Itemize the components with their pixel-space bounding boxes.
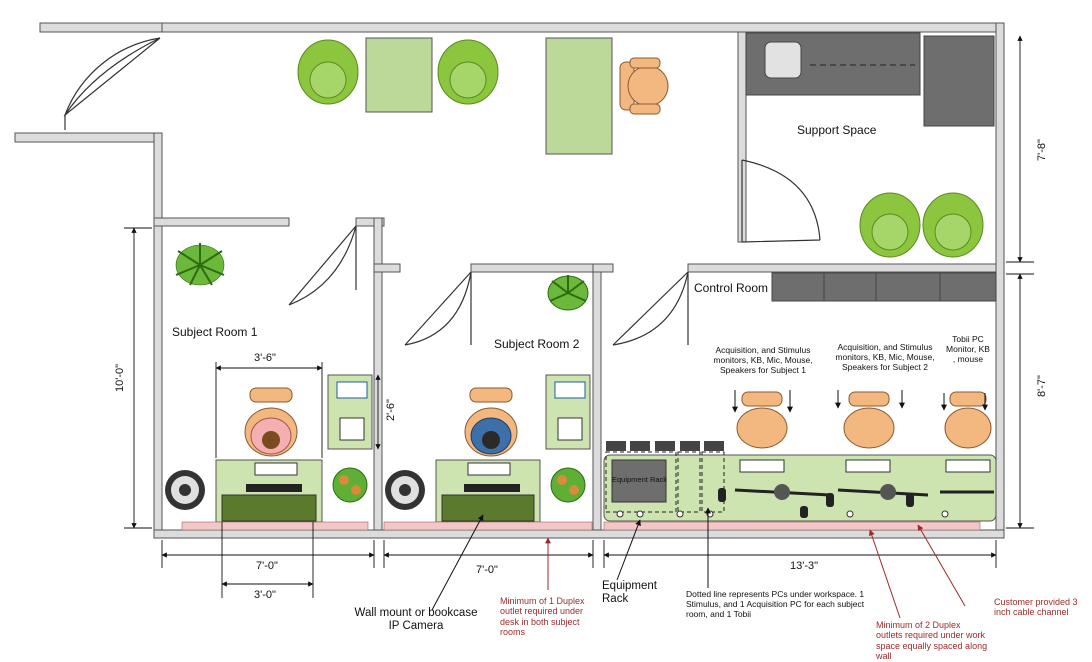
- cable-channel: [181, 521, 981, 531]
- entrance-door: [63, 37, 161, 117]
- room2-door: [404, 271, 472, 346]
- support-chair-left: [859, 192, 921, 258]
- room-label-subject-2: Subject Room 2: [494, 337, 580, 351]
- callout-leaders: [431, 507, 966, 619]
- reception-desk: [545, 37, 613, 155]
- overhead-cabinets: [771, 272, 997, 302]
- tobii-equipment-note: Tobii PC Monitor, KB , mouse: [946, 334, 990, 364]
- plant-room2: [547, 275, 589, 311]
- monitor-room2: [464, 484, 520, 492]
- lobby-chair-right: [437, 39, 499, 105]
- subject-person-room2: [464, 387, 518, 457]
- camera-room1: [165, 470, 205, 510]
- outlets: [616, 510, 949, 518]
- equipment-arrows: [732, 390, 988, 413]
- dim-monitor-stand: 2'-6": [385, 399, 397, 421]
- dim-control-width: 13'-3": [790, 560, 819, 572]
- dimension-lines: [124, 35, 1034, 598]
- plant-room1: [175, 243, 225, 286]
- support-chair-right: [922, 192, 984, 258]
- operator-chair-2: [843, 391, 895, 449]
- doors: [63, 37, 821, 346]
- mice: [718, 488, 914, 518]
- subject-room-2: [385, 275, 591, 523]
- dim-control-height: 8'-7": [1036, 375, 1048, 397]
- reception-chair: [619, 57, 669, 115]
- callout-outlets-control: Minimum of 2 Duplex outlets required und…: [876, 620, 988, 662]
- control-room: [603, 390, 997, 522]
- walls: [14, 22, 1005, 539]
- control-keyboards: [739, 459, 991, 473]
- plant-room1-b: [332, 467, 368, 503]
- lobby-chair-left: [297, 39, 359, 105]
- dim-room-height: 10'-0": [114, 363, 126, 393]
- sink: [764, 41, 802, 79]
- operator-chair-3: [944, 391, 992, 449]
- plant-room2-b: [550, 467, 586, 503]
- callout-outlet-subject: Minimum of 1 Duplex outlet required unde…: [500, 596, 585, 638]
- lobby-table: [365, 37, 433, 113]
- dim-room1-desk: 3'-0": [254, 589, 276, 601]
- subject-room-1: [165, 243, 373, 523]
- monitor-mounts: [774, 484, 896, 500]
- subject-person-room1: [244, 387, 298, 457]
- callout-dotted-line: Dotted line represents PCs under workspa…: [686, 589, 865, 619]
- callout-equipment-rack: Equipment Rack: [602, 580, 657, 606]
- room-label-support: Support Space: [797, 123, 877, 137]
- dim-room1-width: 7'-0": [256, 560, 278, 572]
- callout-cable-channel: Customer provided 3 inch cable channel: [994, 597, 1078, 618]
- room-label-subject-1: Subject Room 1: [172, 325, 258, 339]
- control-workspace: [603, 454, 997, 522]
- pc-towers: [606, 441, 724, 451]
- control-door: [612, 271, 689, 346]
- subject2-equipment-note: Acquisition, and Stimulus monitors, KB, …: [835, 342, 935, 372]
- camera-room2: [385, 470, 425, 510]
- room1-door: [288, 225, 357, 306]
- operator-chair-1: [736, 391, 788, 449]
- support-furniture: [745, 32, 995, 258]
- equipment-rack-label: Equipment Rack: [612, 475, 668, 484]
- dim-desk-width: 3'-6": [254, 352, 276, 364]
- subject1-equipment-note: Acquisition, and Stimulus monitors, KB, …: [713, 345, 813, 375]
- room-label-control: Control Room: [694, 281, 769, 295]
- monitor-room1: [246, 484, 302, 492]
- dim-support-height: 7'-8": [1036, 139, 1048, 161]
- support-door: [741, 159, 821, 243]
- callout-camera: Wall mount or bookcase IP Camera: [354, 607, 478, 633]
- equipment-rack: [611, 459, 667, 503]
- keyboard-room2: [467, 462, 511, 476]
- lobby-furniture: [297, 37, 669, 155]
- support-cabinet: [923, 35, 995, 127]
- keyboard-room1: [254, 462, 298, 476]
- dim-room2-width: 7'-0": [476, 564, 498, 576]
